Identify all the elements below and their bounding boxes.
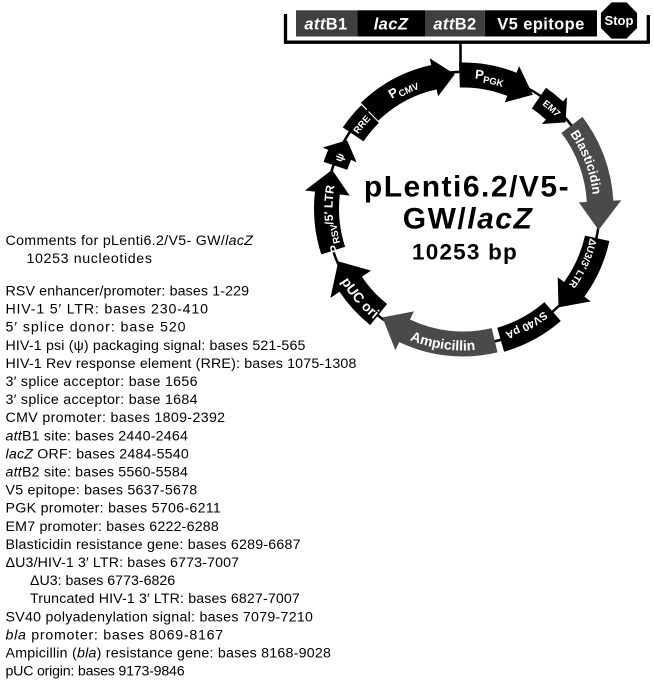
svg-text:HIV-1 Rev response element (RR: HIV-1 Rev response element (RRE): bases … xyxy=(6,356,357,372)
svg-text:Ampicillin (bla) resistance ge: Ampicillin (bla) resistance gene: bases … xyxy=(6,646,332,662)
svg-text:SV40 polyadenylation signal: b: SV40 polyadenylation signal: bases 7079-… xyxy=(6,609,314,625)
svg-text:V5 epitope: V5 epitope xyxy=(497,16,584,34)
svg-text:Stop: Stop xyxy=(605,13,634,28)
svg-text:pLenti6.2/V5-: pLenti6.2/V5- xyxy=(364,171,570,204)
svg-text:GW/lacZ: GW/lacZ xyxy=(403,203,534,236)
svg-text:3′ splice acceptor: base 1684: 3′ splice acceptor: base 1684 xyxy=(6,392,198,408)
svg-text:RSV enhancer/promoter: bases 1: RSV enhancer/promoter: bases 1-229 xyxy=(6,284,250,300)
svg-text:PGK promoter: bases 5706-6211: PGK promoter: bases 5706-6211 xyxy=(6,501,222,517)
svg-text:attB2: attB2 xyxy=(433,16,476,34)
svg-text:lacZ ORF: bases 2484-5540: lacZ ORF: bases 2484-5540 xyxy=(6,446,190,462)
svg-text:pUC origin: bases 9173-9846: pUC origin: bases 9173-9846 xyxy=(6,664,185,680)
svg-text:10253 nucleotides: 10253 nucleotides xyxy=(27,251,153,267)
svg-text:V5 epitope: bases 5637-5678: V5 epitope: bases 5637-5678 xyxy=(6,483,198,499)
svg-text:Blasticidin resistance gene: b: Blasticidin resistance gene: bases 6289-… xyxy=(6,537,301,553)
svg-text:ΔU3: bases 6773-6826: ΔU3: bases 6773-6826 xyxy=(30,573,175,589)
svg-text:attB1 site: bases 2440-2464: attB1 site: bases 2440-2464 xyxy=(6,428,189,444)
svg-text:Comments for pLenti6.2/V5- GW/: Comments for pLenti6.2/V5- GW/lacZ xyxy=(6,233,255,249)
svg-text:attB1: attB1 xyxy=(304,16,347,34)
svg-text:HIV-1 psi (ψ) packaging signal: HIV-1 psi (ψ) packaging signal: bases 52… xyxy=(6,338,306,354)
svg-text:3′ splice acceptor: base 1656: 3′ splice acceptor: base 1656 xyxy=(6,374,198,390)
svg-text:EM7 promoter: bases 6222-6288: EM7 promoter: bases 6222-6288 xyxy=(6,519,220,535)
svg-text:10253 bp: 10253 bp xyxy=(412,240,518,265)
svg-text:5′ splice donor: base 520: 5′ splice donor: base 520 xyxy=(6,320,187,336)
svg-text:CMV promoter: bases 1809-2392: CMV promoter: bases 1809-2392 xyxy=(6,410,226,426)
svg-text:lacZ: lacZ xyxy=(374,16,409,34)
svg-text:ΔU3/HIV-1 3′ LTR: bases 6773-7: ΔU3/HIV-1 3′ LTR: bases 6773-7007 xyxy=(6,555,240,571)
svg-text:HIV-1 5′ LTR: bases 230-410: HIV-1 5′ LTR: bases 230-410 xyxy=(6,302,209,318)
svg-text:bla promoter: bases 8069-8167: bla promoter: bases 8069-8167 xyxy=(6,627,224,643)
svg-text:Truncated HIV-1 3′ LTR: bases: Truncated HIV-1 3′ LTR: bases 6827-7007 xyxy=(30,591,300,607)
svg-text:attB2 site: bases 5560-5584: attB2 site: bases 5560-5584 xyxy=(6,465,189,481)
